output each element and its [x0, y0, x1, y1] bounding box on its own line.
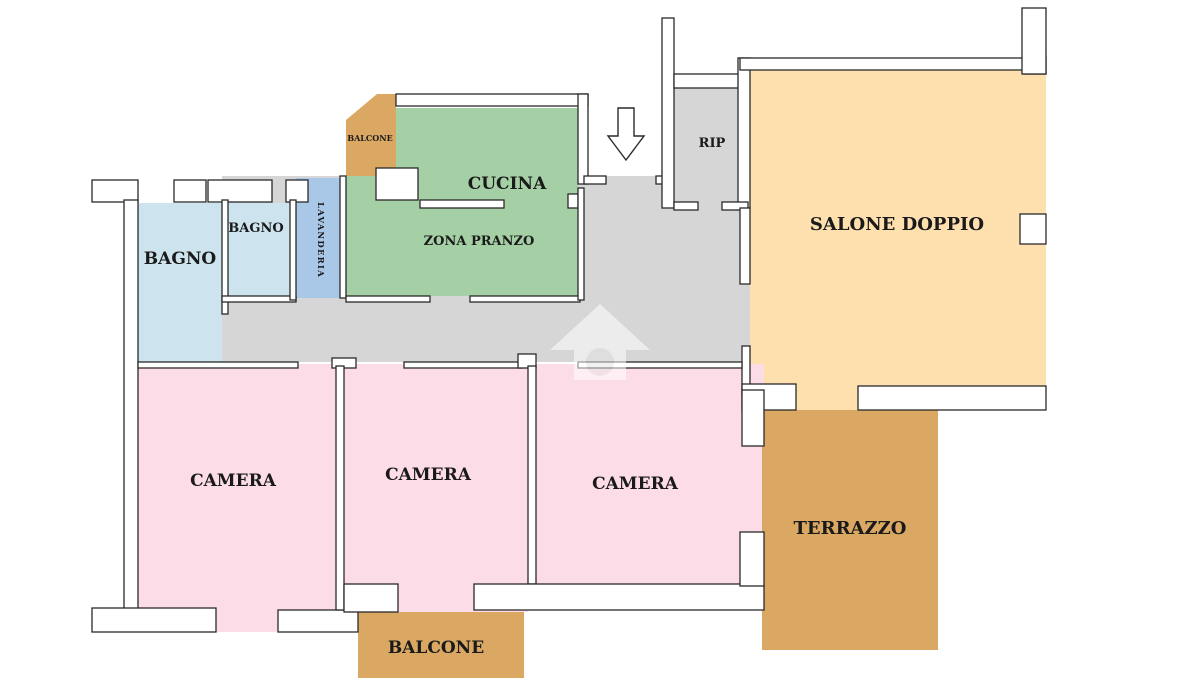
room-label-camera-3: CAMERA [592, 474, 679, 494]
down-arrow-icon [606, 107, 646, 162]
wall [739, 207, 751, 285]
wall [577, 93, 589, 185]
wall [577, 187, 585, 301]
wall [173, 179, 207, 203]
wall [1021, 7, 1047, 75]
wall [221, 295, 297, 303]
wall [395, 93, 589, 107]
balcone-bottom-area [358, 612, 524, 678]
wall [673, 73, 745, 89]
wall [661, 17, 675, 209]
camera-3-area [536, 364, 764, 584]
wall [339, 175, 347, 299]
wall [1019, 213, 1047, 245]
wall [375, 167, 419, 201]
wall [857, 385, 1047, 411]
room-labels: BAGNO BAGNO LAVANDERIA BALCONE CUCINA ZO… [144, 133, 984, 658]
wall [277, 609, 359, 633]
room-label-cucina: CUCINA [468, 174, 547, 194]
wall [403, 361, 523, 369]
wall [583, 175, 607, 185]
wall [343, 583, 399, 613]
bagno-small-area [222, 203, 296, 300]
wall [335, 365, 345, 611]
bagno-large-area [138, 203, 222, 362]
wall [285, 179, 309, 203]
rip-area [672, 88, 746, 208]
wall [721, 201, 749, 211]
wall [91, 179, 139, 203]
wall [673, 201, 699, 211]
room-label-bagno-large: BAGNO [144, 249, 217, 269]
wall [123, 199, 139, 611]
wall [419, 199, 505, 209]
wall [207, 179, 273, 203]
wall [739, 57, 1025, 71]
watermark-logo-icon [550, 304, 650, 380]
room-label-terrazzo: TERRAZZO [794, 518, 907, 539]
salone-area [750, 70, 1046, 410]
wall [527, 365, 537, 585]
wall [473, 583, 765, 611]
wall [137, 361, 299, 369]
wall [289, 199, 297, 301]
room-label-salone: SALONE DOPPIO [810, 214, 984, 235]
wall [737, 57, 751, 209]
wall [91, 607, 217, 633]
room-label-bagno-small: BAGNO [228, 221, 283, 236]
wall [221, 199, 229, 315]
wall [741, 389, 765, 447]
wall [517, 353, 537, 369]
balcone-small-area [346, 94, 396, 176]
wall [567, 193, 579, 209]
wall [739, 531, 765, 587]
terrazzo-area [762, 410, 938, 650]
camera-1-area [138, 364, 336, 632]
wall [469, 295, 581, 303]
room-label-lavanderia: LAVANDERIA [315, 202, 325, 278]
room-label-balcone-small: BALCONE [347, 133, 392, 143]
room-label-camera-1: CAMERA [190, 471, 277, 491]
room-label-rip: RIP [699, 136, 726, 151]
room-label-zona-pranzo: ZONA PRANZO [424, 234, 535, 249]
camera-2-area [344, 364, 528, 612]
wall [345, 295, 431, 303]
room-label-camera-2: CAMERA [385, 465, 472, 485]
room-label-balcone-bottom: BALCONE [388, 638, 484, 658]
walls [91, 7, 1047, 633]
